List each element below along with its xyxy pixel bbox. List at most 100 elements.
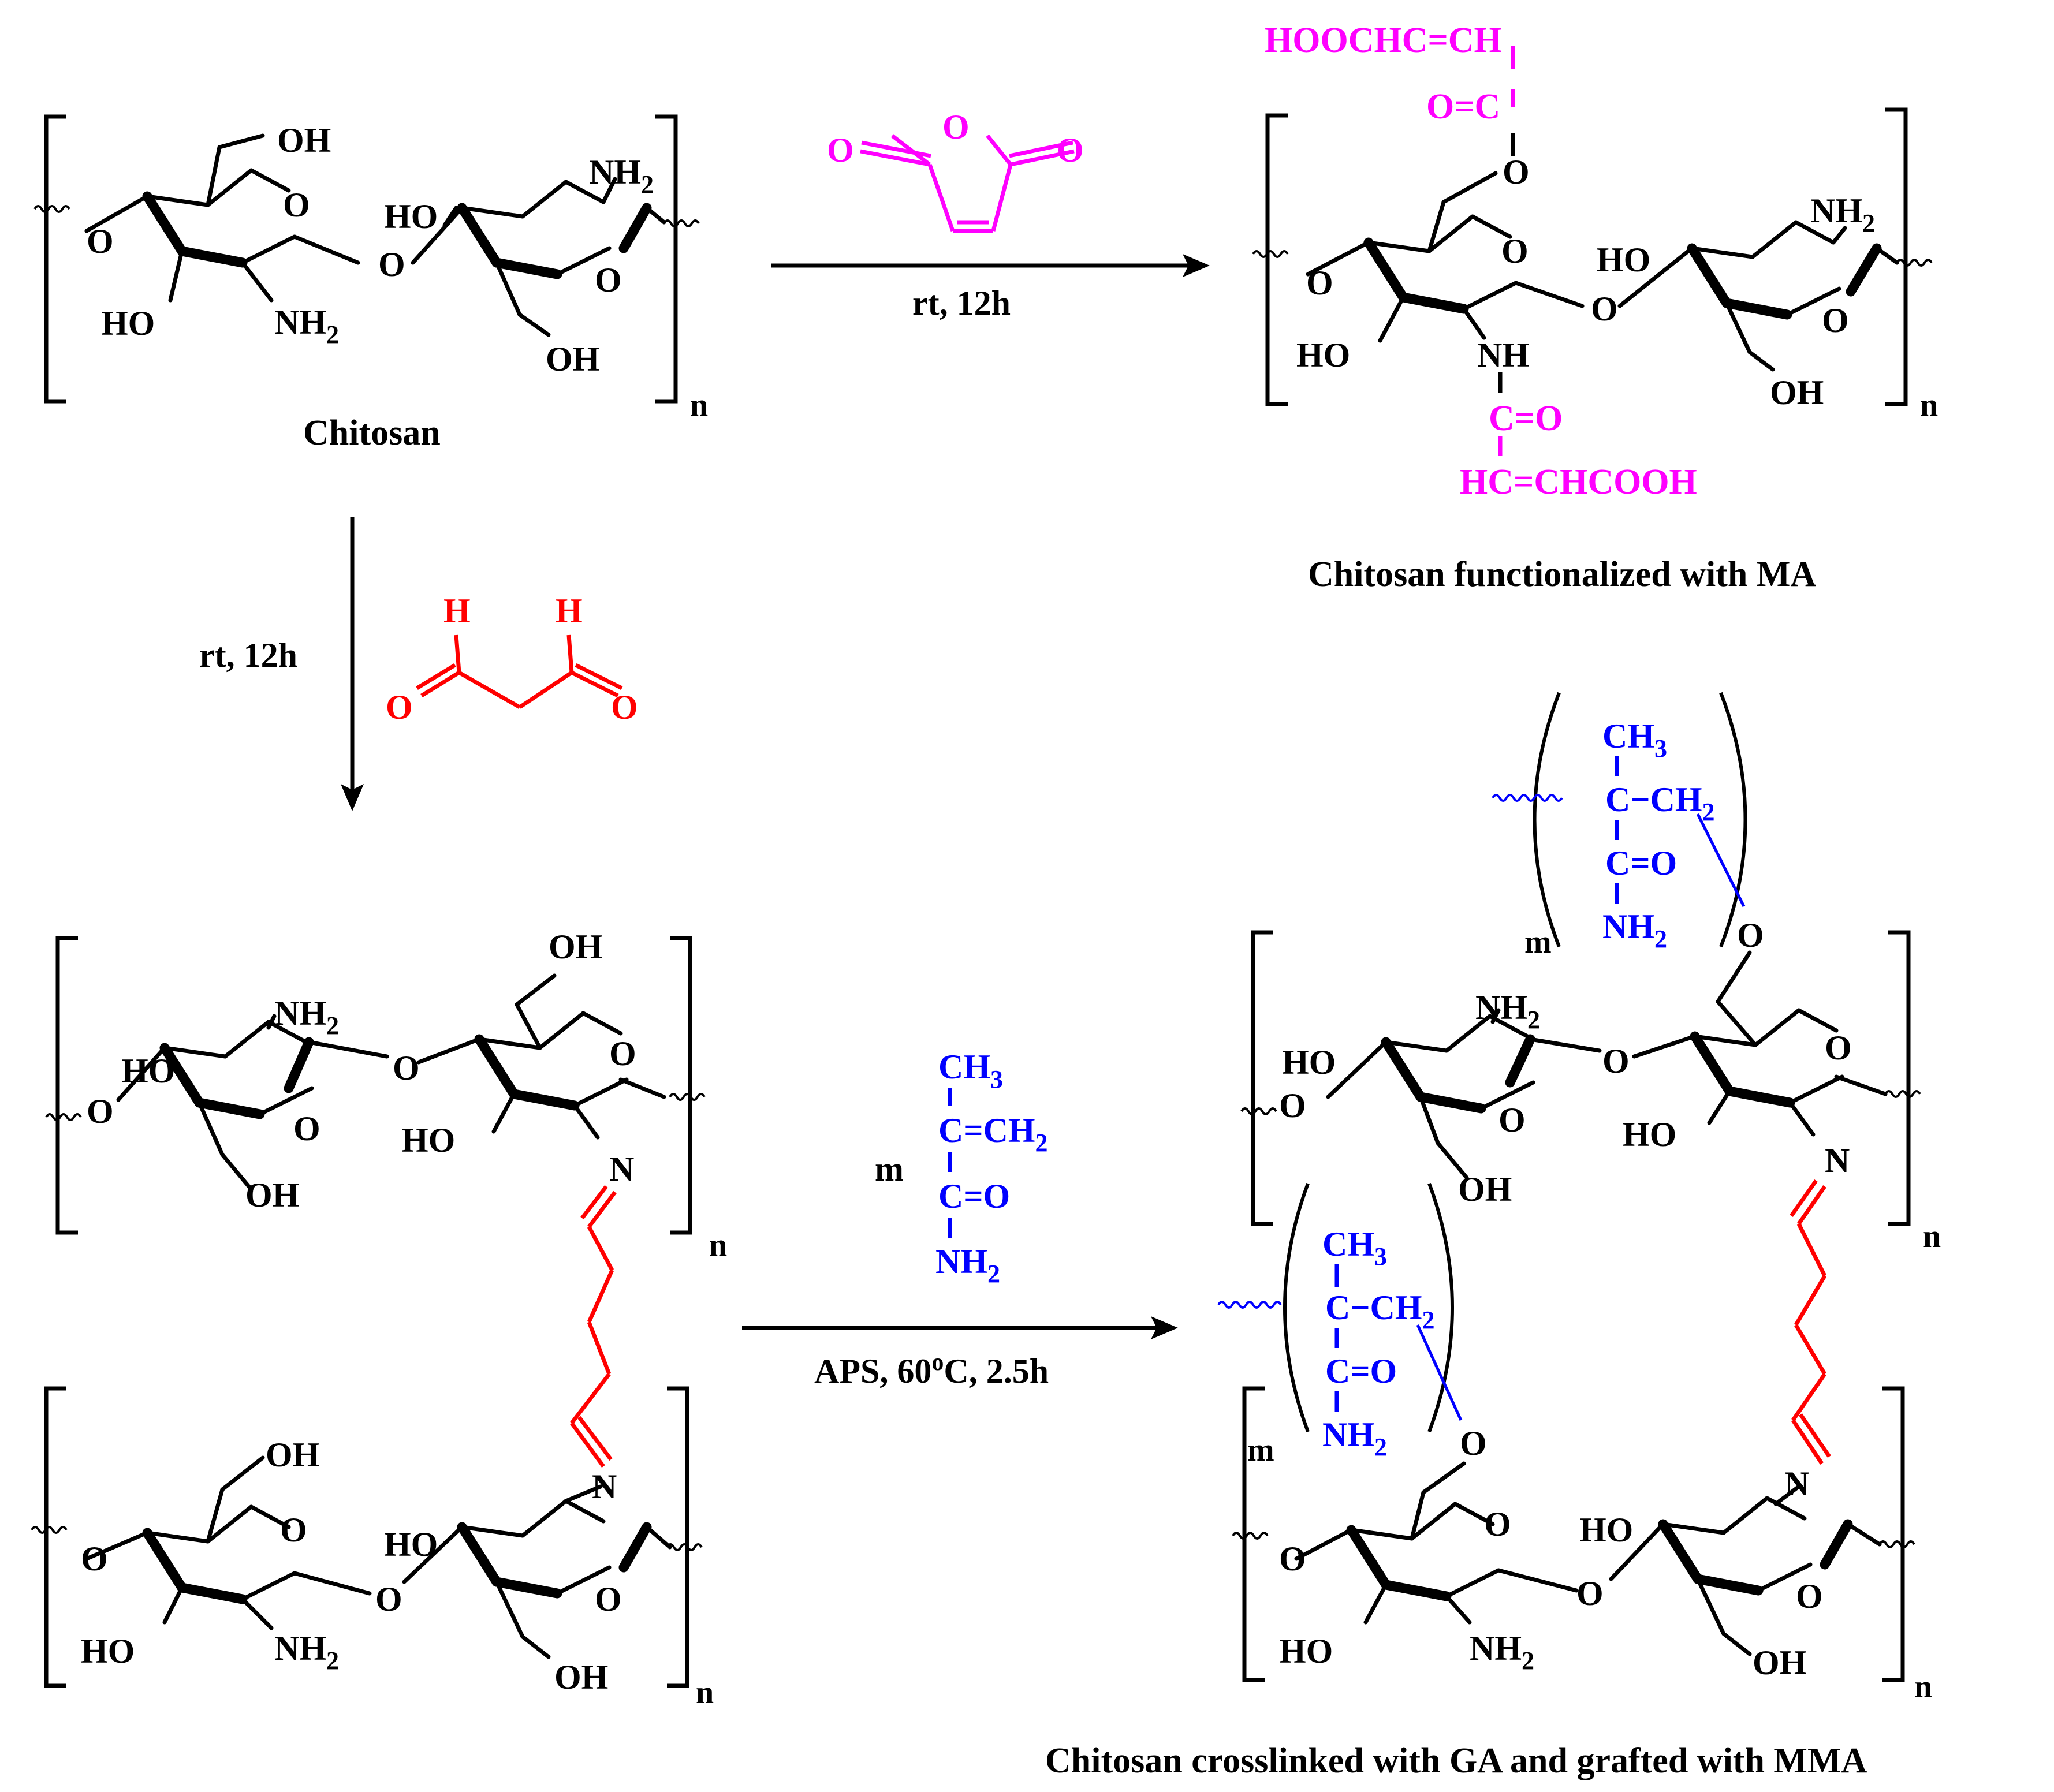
atom-ho: HO [101,304,155,342]
atom-bridge-o: O [375,1580,402,1618]
atom-nh2: NH2 [1810,192,1875,237]
atom-ring-o: O [1501,232,1529,270]
atom-graft-o: O [1737,916,1764,954]
atom-oh: OH [245,1176,299,1214]
atom-h: H [443,592,471,630]
final-product-structure: m CH3 C−CH2 C=O NH2 O O HO NH2 O OH [1045,692,1941,1780]
atom-o: O [942,108,970,146]
atom-ho: HO [384,1525,438,1563]
atom-ho: HO [121,1052,175,1090]
atom-bridge-o: O [1602,1042,1630,1080]
graft-carbonyl: C=O [1605,844,1677,882]
reaction-conditions-ma: rt, 12h [912,284,1011,322]
repeat-n: n [1920,387,1938,423]
reaction-step-ga: rt, 12h H H O O [199,517,638,811]
chitosan-structure: O OH O HO NH2 O HO NH2 O OH n Chitosan [33,114,708,453]
ma-product-caption: Chitosan functionalized with MA [1308,555,1816,594]
atom-ring-o: O [609,1035,636,1073]
atom-oh: OH [1770,374,1824,412]
graft-m: m [1247,1432,1274,1468]
atom-ring-o: O [595,261,622,299]
atom-oh: OH [1458,1170,1512,1208]
repeat-n: n [690,387,708,423]
atom-oh: OH [554,1658,608,1696]
atom-graft-o: O [1460,1424,1487,1462]
atom-ring-o: O [1825,1029,1852,1067]
ma-top-carbonyl: O=C [1426,87,1500,126]
atom-ring-o: O [1796,1577,1823,1615]
ma-bottom-carbonyl: C=O [1489,399,1563,438]
atom-n: N [1784,1465,1809,1503]
graft-c-ch2: C−CH2 [1325,1289,1435,1334]
atom-ring-o: O [595,1580,622,1618]
atom-nh2: NH2 [274,994,339,1040]
graft-ch3: CH3 [1602,717,1667,763]
repeat-n: n [696,1675,714,1711]
mma-alkene: C=CH2 [938,1111,1048,1157]
crosslinked-chitosan-structure: O HO NH2 O OH O OH O HO N n [31,928,727,1711]
repeat-n: n [709,1227,727,1263]
atom-o: O [87,1092,114,1130]
atom-n: N [592,1468,617,1506]
atom-bridge-o: O [1591,290,1618,328]
atom-ho: HO [81,1632,135,1670]
atom-o: O [827,131,854,169]
atom-o: O [81,1540,108,1578]
mma-carbonyl: C=O [938,1177,1010,1215]
atom-nh: NH [1477,336,1529,374]
atom-oh: OH [266,1436,319,1474]
atom-o: O [1279,1540,1306,1578]
atom-oh: OH [277,121,331,159]
final-product-caption: Chitosan crosslinked with GA and grafted… [1045,1741,1867,1780]
graft-m: m [1524,924,1552,960]
atom-ring-o: O [1822,301,1849,339]
methacrylamide: CH3 C=CH2 C=O NH2 [935,1048,1048,1288]
atom-nh2: NH2 [274,1629,339,1675]
atom-ho: HO [1282,1043,1336,1081]
atom-ho: HO [1279,1632,1333,1670]
atom-ho: HO [384,197,438,236]
mma-amine: NH2 [935,1242,1000,1288]
reaction-step-mma: APS, 60oC, 2.5h m CH3 C=CH2 C=O NH2 [742,1048,1178,1390]
graft-c-ch2: C−CH2 [1605,781,1715,826]
graft-amine: NH2 [1602,908,1667,953]
repeat-n: n [1923,1219,1941,1255]
ma-top-chain: HOOCHC=CH [1265,21,1502,60]
atom-ho: HO [1579,1511,1633,1549]
graft-carbonyl: C=O [1325,1352,1397,1390]
graft-amine: NH2 [1322,1416,1387,1461]
atom-oh: OH [546,340,599,378]
atom-o: O [1279,1087,1306,1125]
ma-product-structure: O O O HO NH O HO NH2 O OH n HOOCHC=CH O=… [1252,21,1938,594]
atom-ester-o: O [1503,153,1530,191]
atom-bridge-o: O [393,1049,420,1087]
atom-oh: OH [1753,1644,1806,1682]
atom-n: N [1825,1141,1850,1179]
atom-ho: HO [1296,336,1350,374]
atom-o: O [87,222,114,260]
atom-ho: HO [1597,241,1650,279]
atom-nh2: NH2 [1470,1629,1534,1675]
atom-oh: OH [549,928,602,966]
atom-ring-o: O [280,1511,307,1549]
atom-n: N [609,1150,634,1188]
glutaraldehyde [416,634,623,710]
atom-o: O [1306,264,1333,302]
repeat-n: n [1914,1669,1932,1705]
mma-ch3: CH3 [938,1048,1003,1093]
atom-o: O [386,688,413,726]
atom-o: O [611,688,638,726]
reaction-conditions-mma: APS, 60oC, 2.5h [814,1349,1049,1390]
chitosan-caption: Chitosan [303,413,441,453]
atom-nh2: NH2 [274,303,339,349]
atom-ho: HO [1623,1115,1676,1153]
atom-ring-o: O [1498,1101,1526,1139]
atom-ring-o: O [293,1110,320,1148]
ma-bottom-chain: HC=CHCOOH [1460,462,1697,502]
atom-ho: HO [401,1121,455,1159]
atom-nh2: NH2 [1475,988,1540,1034]
reaction-conditions-ga: rt, 12h [199,636,297,674]
mma-coefficient: m [875,1150,904,1188]
atom-o: O [1057,131,1084,169]
